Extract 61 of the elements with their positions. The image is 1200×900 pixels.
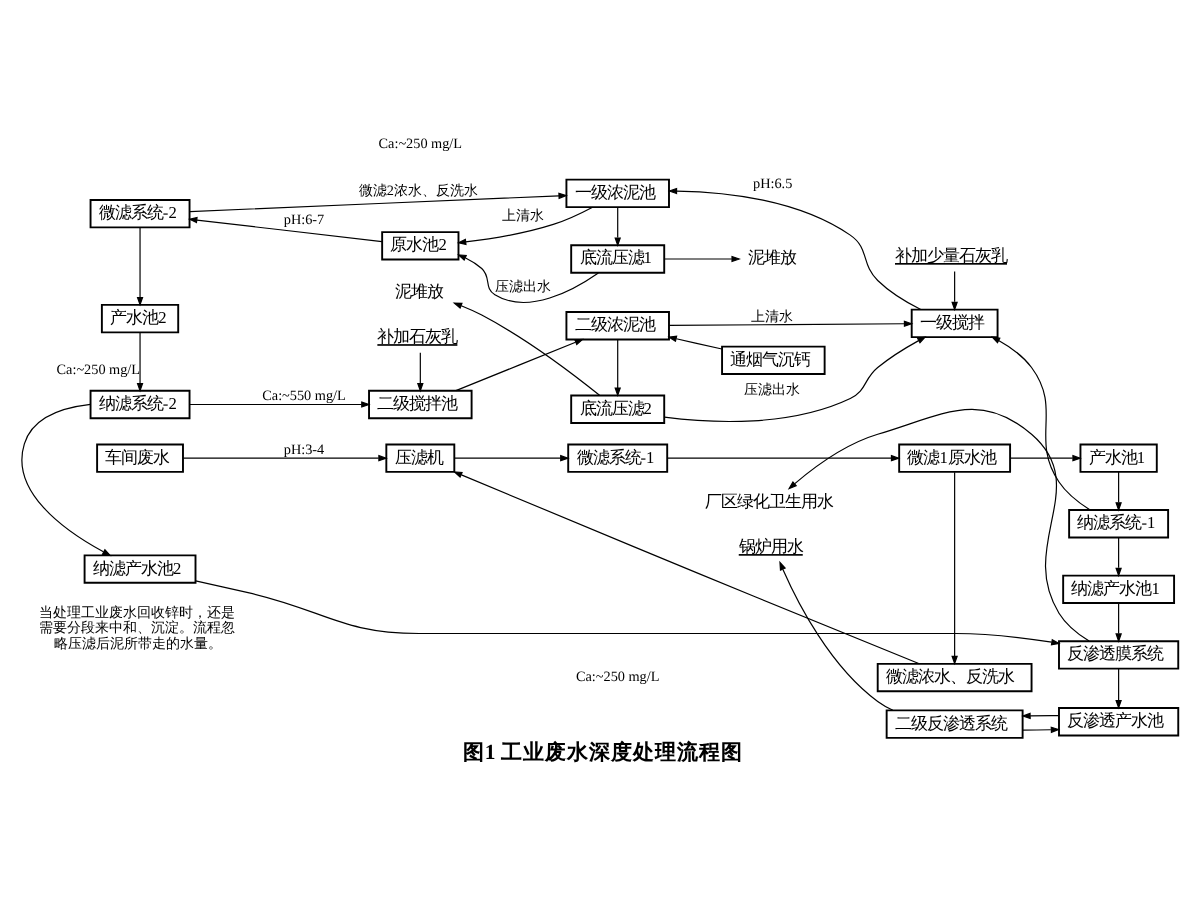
arrow — [136, 225, 144, 306]
node-box: 微滤系统-2 — [89, 198, 191, 228]
node-box: 一级搅拌 — [910, 307, 999, 338]
arrow — [1115, 667, 1122, 709]
arrow — [667, 186, 922, 310]
node-box: 微滤系统-1 — [567, 442, 669, 472]
arrow — [779, 559, 894, 710]
node-box: 产水池2 — [100, 302, 180, 333]
arrow — [1009, 453, 1082, 461]
node-box: 通烟气沉钙 — [721, 344, 826, 375]
node-box: 纳滤产水池2 — [83, 553, 197, 583]
node-text: 锅炉用水 — [738, 537, 803, 556]
node-text: 泥堆放 — [394, 281, 443, 300]
node-box: 车间废水 — [96, 442, 184, 472]
arrow — [182, 453, 388, 461]
arrow — [452, 301, 601, 395]
arrow — [1115, 535, 1122, 577]
arrow — [457, 253, 599, 303]
node-box: 二级反渗透系统 — [885, 708, 1024, 738]
node-box: 一级浓泥池 — [565, 177, 670, 208]
arrow — [668, 319, 914, 327]
node-box: 产水池1 — [1079, 442, 1158, 472]
arrow — [667, 334, 723, 349]
node-text: 厂区绿化卫生用水 — [704, 491, 833, 510]
node-text: 补加少量石灰乳 — [895, 246, 1007, 265]
node-box: 反渗透膜系统 — [1058, 639, 1180, 669]
node-box: 二级搅拌池 — [368, 388, 473, 419]
arrow — [454, 453, 570, 461]
arrow — [951, 269, 958, 311]
arrow — [614, 205, 622, 246]
arrow — [187, 215, 383, 242]
arrow — [1021, 711, 1060, 719]
arrow — [452, 470, 920, 664]
arrow — [1022, 725, 1061, 733]
node-box: 底流压滤2 — [570, 393, 666, 423]
node-box: 二级浓泥池 — [565, 310, 670, 340]
node-text: 泥堆放 — [747, 248, 796, 267]
node-box: 纳滤系统-1 — [1068, 508, 1170, 538]
arrow — [195, 579, 1061, 645]
arrow — [787, 407, 1090, 641]
arrow — [136, 331, 144, 392]
node-box: 底流压滤1 — [570, 243, 666, 273]
arrow — [1115, 601, 1122, 642]
node-box: 反渗透产水池 — [1058, 706, 1180, 736]
node-box: 原水池2 — [381, 230, 460, 260]
node-box: 纳滤系统-2 — [89, 388, 191, 419]
arrow — [951, 470, 958, 665]
node-box: 纳滤产水池1 — [1062, 573, 1176, 603]
arrow — [666, 453, 901, 461]
node-box: 压滤机 — [385, 442, 456, 472]
arrow — [417, 351, 424, 392]
node-box: 微滤1原水池 — [898, 442, 1012, 472]
node-box: 微滤浓水、反洗水 — [876, 661, 1033, 692]
caption: 图1 工业废水深度处理流程图 — [462, 739, 743, 764]
arrow — [189, 191, 568, 212]
arrow — [456, 205, 594, 245]
node-text: 补加石灰乳 — [377, 327, 458, 346]
arrow — [1115, 470, 1122, 511]
arrow — [663, 254, 741, 262]
arrow — [189, 400, 371, 407]
arrow — [614, 338, 622, 397]
